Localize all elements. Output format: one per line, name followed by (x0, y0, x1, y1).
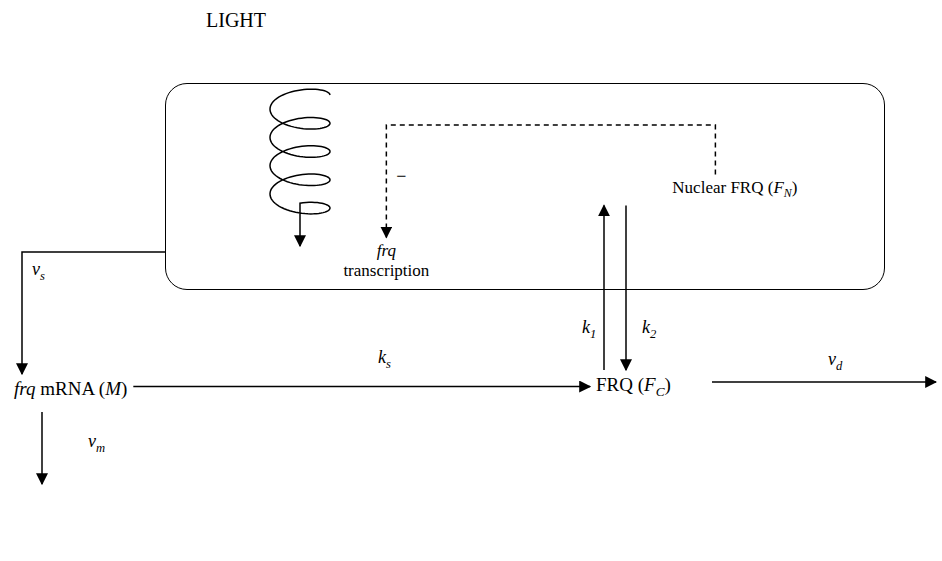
reaction-arrow (133, 386, 590, 388)
rate-label: vs (30, 260, 47, 283)
species-node: frq transcription (337, 237, 435, 284)
light-spiral (270, 89, 330, 246)
nucleus-compartment: frq transcriptionNuclear FRQ (FN)LIGHT (165, 83, 885, 290)
rate-label: k2 (640, 318, 658, 341)
inhibition-connector (386, 125, 715, 237)
species-name: Nuclear FRQ (FN) (603, 178, 797, 201)
species-name: frq transcription (343, 241, 429, 280)
reaction-arrow (625, 205, 627, 370)
rate-label: ks (376, 348, 393, 371)
species-name: FRQ (FC) (596, 374, 671, 399)
species-node: Nuclear FRQ (FN) (597, 174, 803, 205)
degradation-arrow (41, 412, 43, 484)
rate-label: vd (826, 350, 844, 373)
reaction-arrow (22, 252, 165, 374)
species-node: frq mRNA (M) (8, 374, 133, 404)
connectors (22, 125, 715, 387)
compartment-heading: LIGHT (206, 9, 266, 32)
rate-label: vm (86, 432, 107, 455)
illustration (42, 89, 936, 484)
reaction-arrow (603, 205, 605, 370)
species-node: FRQ (FC) (590, 370, 677, 403)
species-name: frq mRNA (M) (14, 378, 127, 400)
rate-label: k1 (580, 318, 598, 341)
inhibition-sign: − (394, 167, 408, 187)
degradation-arrow (712, 381, 936, 383)
